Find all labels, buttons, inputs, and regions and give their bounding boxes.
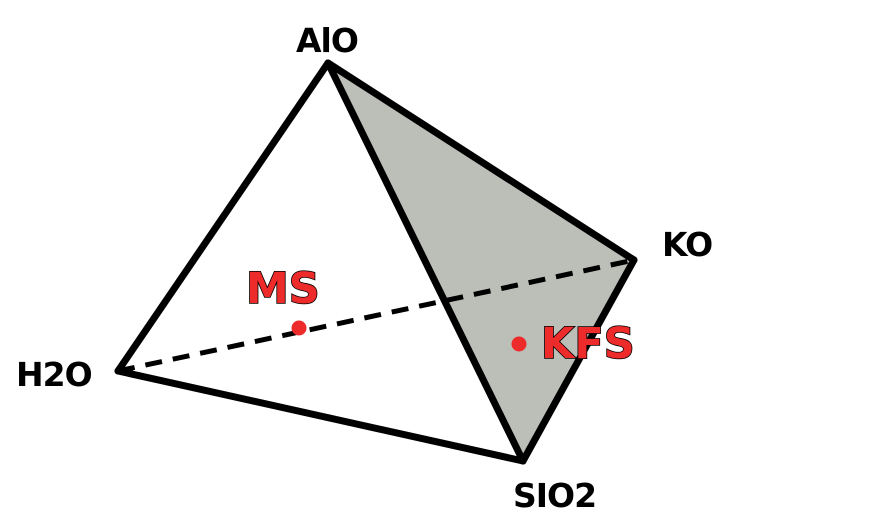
edge-ko-sio2: [519, 256, 638, 465]
edge-h2o-ko-hidden: [117, 257, 635, 374]
phase-point-kfs: [511, 336, 527, 352]
edge-alo-ko: [324, 59, 638, 264]
phase-label-kfs: KFS: [541, 319, 635, 369]
vertex-label-sio2: SIO2: [513, 476, 596, 515]
edge-h2o-sio2: [114, 367, 527, 465]
vertex-label-ko: KO: [662, 225, 712, 264]
phase-label-ms: MS: [246, 264, 320, 314]
vertex-label-alo: AlO: [296, 21, 358, 60]
shaded-face-alo-ko-sio2: [328, 63, 634, 461]
vertex-label-h2o: H2O: [16, 355, 92, 394]
edge-alo-sio2: [324, 59, 527, 465]
phase-point-ms: [291, 320, 307, 336]
edge-alo-h2o: [114, 59, 332, 375]
